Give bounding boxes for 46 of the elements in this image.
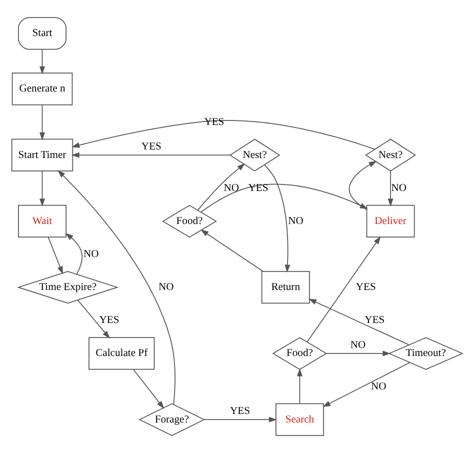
node-box: Return (261, 271, 310, 304)
arrow (78, 300, 110, 339)
node-box: Wait (18, 204, 66, 238)
node-diamond: Timeout? (388, 337, 464, 370)
node-diamond: Time Expire? (17, 271, 119, 304)
arrow (65, 232, 83, 275)
node-box: Generate n (12, 72, 73, 106)
edge-label: NO (371, 381, 386, 392)
arrow (71, 152, 230, 158)
edge-label: YES (99, 315, 120, 326)
edge-label: YES (141, 141, 162, 152)
arrow (308, 298, 410, 346)
arrow (39, 49, 46, 74)
edge-label: NO (288, 216, 304, 227)
arrow (133, 369, 164, 409)
edge-label: NO (224, 182, 240, 194)
arrow (48, 236, 63, 274)
arrow (264, 164, 290, 273)
edge-label: YES (248, 182, 268, 194)
edge-label: YES (356, 282, 376, 294)
arrow (326, 350, 391, 356)
node-diamond: Food? (272, 337, 328, 370)
edge-label: YES (364, 315, 385, 326)
arrow (296, 368, 302, 404)
node-diamond: Nest? (365, 138, 416, 172)
edge-label: NO (350, 340, 366, 351)
edge-label: YES (230, 406, 250, 417)
node-box: Start Timer (11, 138, 74, 172)
arrow (200, 230, 264, 272)
node-box: Deliver (366, 204, 415, 238)
arrow (306, 236, 381, 342)
edge-label: NO (158, 282, 174, 294)
edge-label: NO (84, 249, 99, 260)
arrow (204, 416, 277, 422)
arrow (388, 170, 394, 207)
arrow (72, 120, 376, 150)
edge-label: NO (391, 182, 407, 194)
arrow (39, 170, 46, 207)
node-box: Search (275, 403, 324, 436)
arrow (39, 104, 46, 140)
node-box: Start (18, 17, 66, 50)
arrow (197, 163, 246, 210)
node-diamond: Forage? (138, 403, 206, 436)
arrow (322, 362, 410, 408)
node-box: Calculate Pf (88, 337, 155, 370)
arrow (58, 170, 176, 405)
